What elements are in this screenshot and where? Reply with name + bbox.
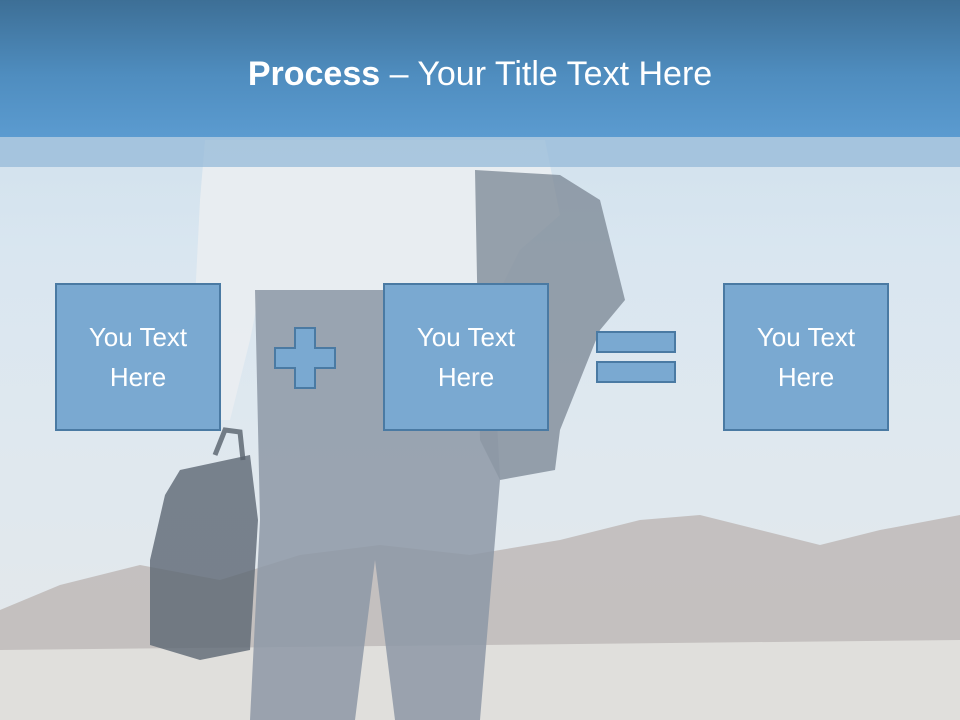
title-rest: Your Title Text Here [417,55,713,93]
process-box-2-text: You Text Here [416,322,516,392]
process-box-3-text: You Text Here [756,322,856,392]
title-bar [0,0,960,137]
process-box-1-text: You Text Here [88,322,188,392]
title-bar-band [0,137,960,167]
briefcase-handle [212,427,246,461]
plus-icon [274,327,336,389]
briefcase [150,455,258,660]
process-box-2[interactable]: You Text Here [383,283,549,431]
process-box-3[interactable]: You Text Here [723,283,889,431]
equals-icon [596,331,676,383]
man-shirt [195,140,560,420]
title-bold: Process [247,55,381,93]
slide-title: Process – Your Title Text Here [0,52,960,96]
process-box-1[interactable]: You Text Here [55,283,221,431]
title-separator: – [380,55,418,93]
